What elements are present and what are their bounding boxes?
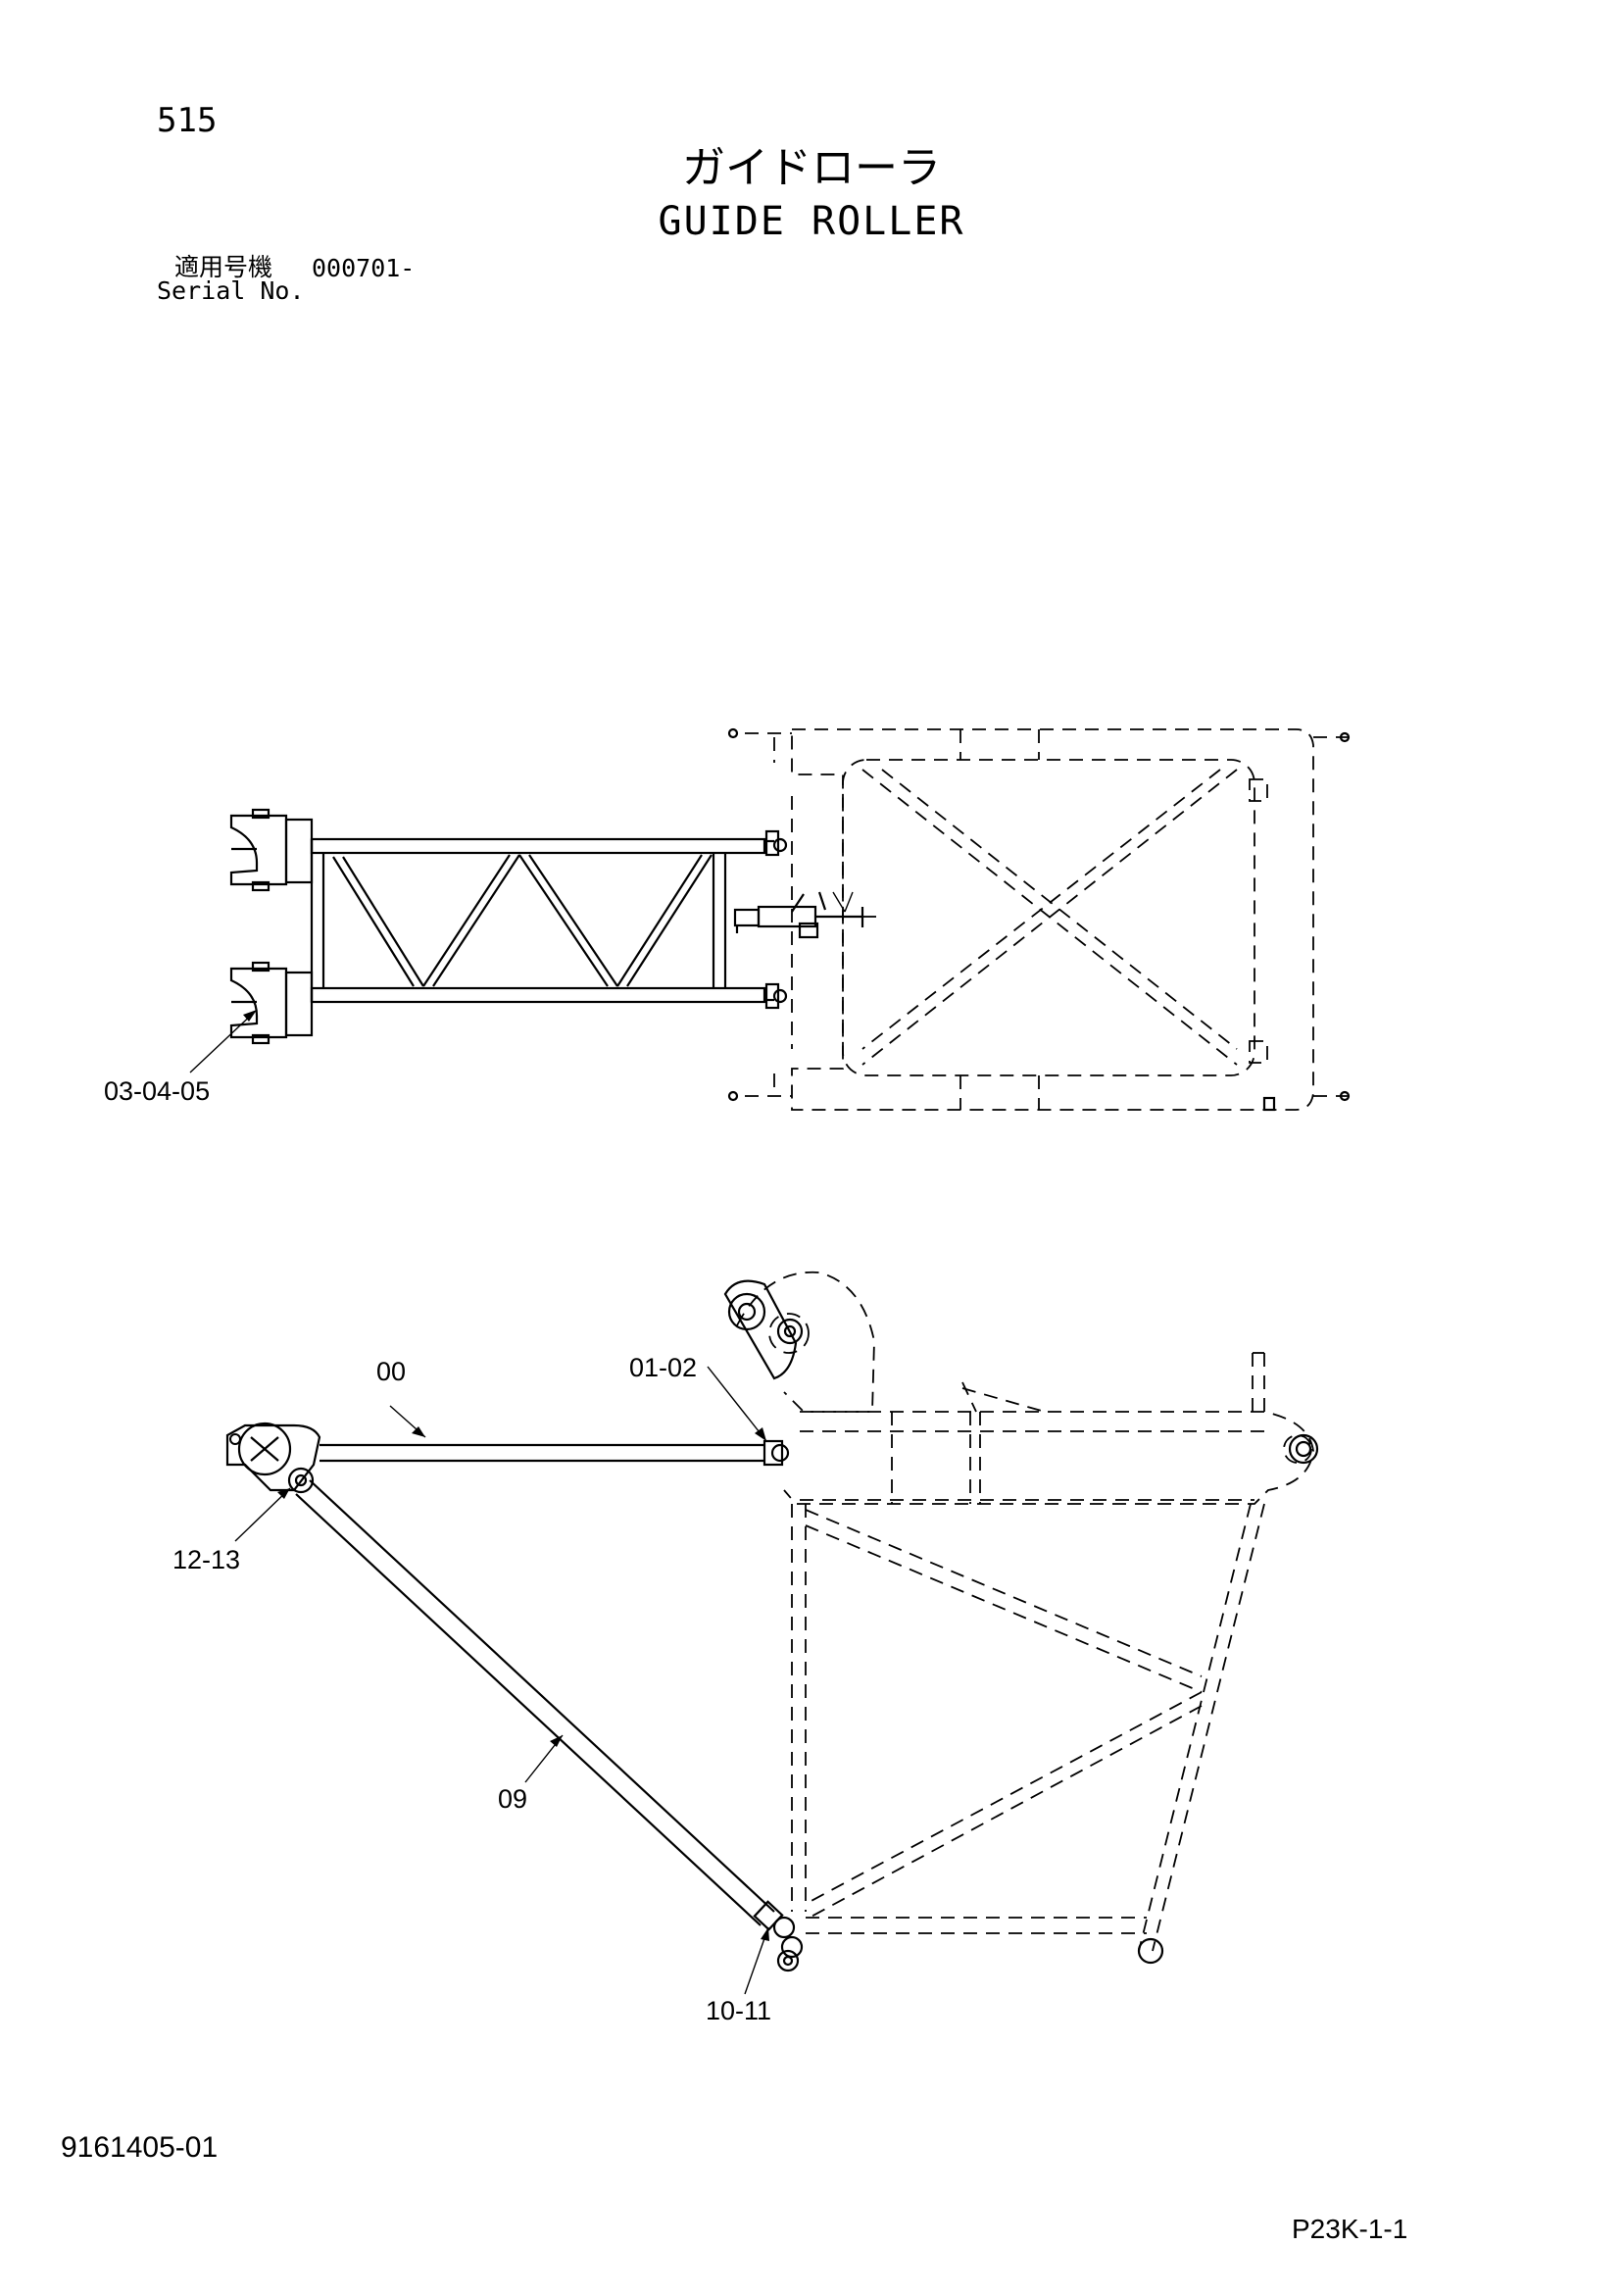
title-english: GUIDE ROLLER — [658, 199, 965, 244]
guide-roller-truss-frame — [310, 829, 788, 1010]
top-view-assembly — [189, 727, 1352, 1112]
callout-03-04-05: 03-04-05 — [104, 1076, 211, 1106]
leader-arrow-rod-pin — [755, 1427, 766, 1441]
callout-10-11: 10-11 — [706, 1996, 772, 2025]
title-japanese: ガイドローラ — [682, 143, 941, 193]
callout-00: 00 — [376, 1357, 407, 1386]
leader-line-rod-pin — [707, 1366, 767, 1442]
leader-arrow-upper-rod — [412, 1426, 425, 1437]
lower-diagonal-rod — [295, 1479, 800, 1972]
guide-roller-head — [225, 1422, 321, 1494]
leader-arrow-top-view-roller — [243, 1010, 257, 1022]
callout-09: 09 — [498, 1784, 528, 1814]
leader-line-roller-pin — [234, 1487, 291, 1542]
serial-label-japanese: 適用号機 — [174, 253, 273, 281]
leader-line-top-view-roller — [189, 1009, 258, 1073]
roller-bracket-upper — [229, 808, 314, 892]
leader-arrow-lower-rod — [550, 1735, 563, 1747]
center-mounting-bracket — [733, 891, 882, 939]
document-number: 9161405-01 — [61, 2131, 219, 2164]
boom-frame-side-view-phantom — [736, 1271, 1314, 1952]
leader-arrow-lower-pin — [761, 1927, 769, 1941]
serial-label-english: Serial No. — [157, 276, 305, 305]
side-view-assembly — [225, 1271, 1319, 1995]
page-code: P23K-1-1 — [1292, 2214, 1408, 2244]
callout-12-13: 12-13 — [172, 1545, 241, 1574]
upper-tension-rod — [320, 1439, 790, 1467]
serial-range: 000701- — [312, 254, 416, 282]
boom-frame-top-view-phantom — [745, 728, 1352, 1111]
page-number: 515 — [157, 101, 218, 140]
leader-arrow-roller-pin — [277, 1488, 290, 1499]
roller-bracket-lower — [229, 961, 314, 1045]
callout-01-02: 01-02 — [629, 1353, 698, 1382]
